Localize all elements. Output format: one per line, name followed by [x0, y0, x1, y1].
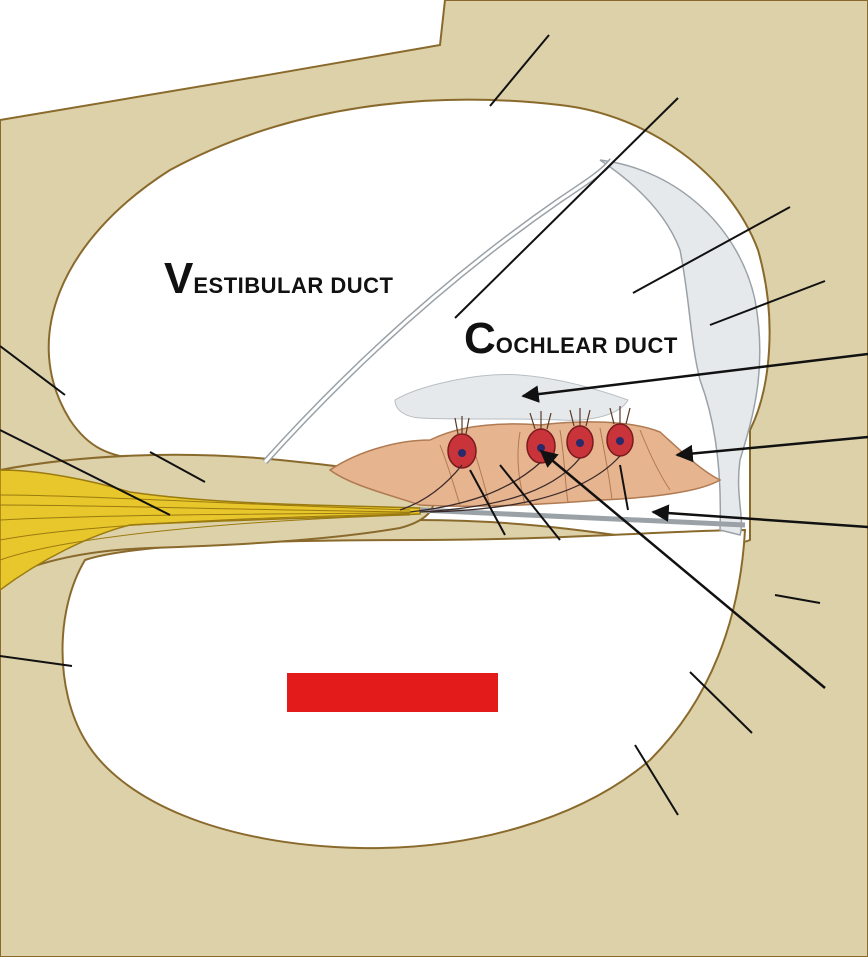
arrow-basilar-membrane	[651, 504, 868, 529]
leader-lines	[0, 34, 826, 816]
arrow-tectorial-membrane	[521, 352, 868, 403]
cochlear-rest: OCHLEAR DUCT	[495, 333, 678, 358]
stereocilia	[454, 406, 631, 435]
redaction-box	[287, 673, 498, 712]
pointer-arrows	[521, 352, 868, 689]
vestibular-duct-label: VESTIBULAR DUCT	[164, 254, 393, 304]
spiral-ligament	[599, 159, 761, 536]
cochlear-duct-label: COCHLEAR DUCT	[464, 314, 678, 364]
basilar-membrane	[419, 507, 746, 528]
arrow-hair-cell	[539, 449, 826, 689]
vestibular-initial: V	[164, 254, 194, 303]
arrow-outer-tissue	[675, 435, 868, 463]
afferent-nerve-endings	[399, 455, 621, 513]
cochlear-initial: C	[464, 314, 496, 363]
nerve-fibers	[0, 494, 411, 561]
vestibular-rest: ESTIBULAR DUCT	[193, 273, 394, 298]
tectorial-membrane	[394, 374, 629, 421]
